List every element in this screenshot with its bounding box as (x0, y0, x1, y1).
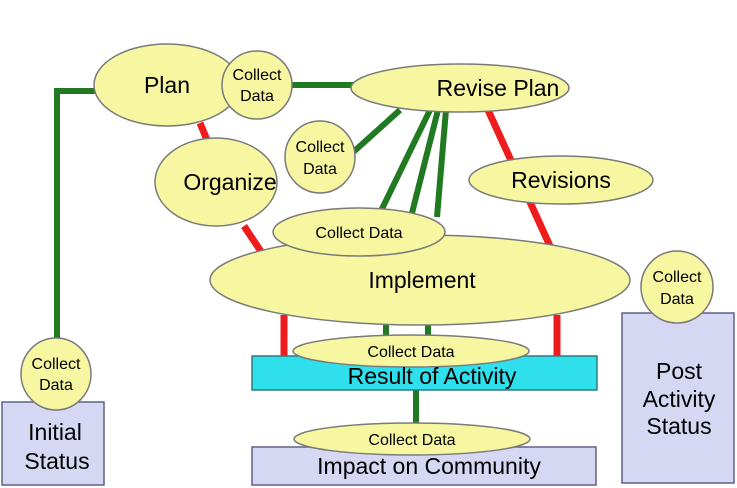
revise-plan-to-implement-connector-2 (408, 109, 441, 218)
post-activity-line3: Status (646, 413, 711, 439)
collect-data-result-ellipse (292, 334, 530, 368)
revise-plan-to-implement-connector-1 (375, 108, 433, 219)
implement-label: Implement (368, 267, 476, 293)
collect-data-post-ellipse (640, 250, 714, 324)
revise-plan-ellipse (350, 63, 570, 113)
post-activity-line2: Activity (643, 386, 716, 412)
collect-data-impact-label: Collect Data (368, 432, 455, 449)
initial-status-box (1, 401, 105, 486)
revise-plan-label: Revise Plan (437, 75, 560, 101)
process-nodes (20, 43, 714, 456)
collect-data-post-line1: Collect (653, 269, 702, 286)
collect-data-initial-ellipse (20, 337, 92, 411)
organize-ellipse (154, 137, 278, 227)
initial-status-line1: Initial (28, 419, 82, 445)
initial-status-line2: Status (24, 448, 89, 474)
collect-data-implement-label: Collect Data (315, 225, 402, 242)
revisions-ellipse (468, 155, 654, 205)
collect-data-initial-line1: Collect (32, 356, 81, 373)
collect-data-implement-ellipse (272, 207, 446, 257)
revisions-label: Revisions (511, 167, 611, 193)
collect-data-plan-ellipse (221, 50, 293, 120)
collect-data-organize-line2: Data (303, 161, 337, 178)
collect-data-post-line2: Data (660, 291, 694, 308)
labels: Plan Revise Plan Organize Revisions Impl… (24, 67, 716, 479)
initial-status-to-plan-connector (54, 88, 98, 351)
status-boxes (1, 312, 735, 486)
collect-data-plan-line1: Collect (233, 67, 282, 84)
collect-data-result-label: Collect Data (367, 344, 454, 361)
post-activity-line1: Post (656, 358, 703, 384)
organize-label: Organize (183, 169, 276, 195)
plan-label: Plan (144, 72, 190, 98)
revise-plan-to-implement-connector-3 (434, 109, 449, 218)
collect-data-initial-line2: Data (39, 377, 73, 394)
collect-data-organize-line1: Collect (296, 139, 345, 156)
collect-data-impact-ellipse (293, 422, 531, 456)
result-of-activity-label: Result of Activity (348, 363, 517, 389)
impact-on-community-label: Impact on Community (317, 453, 541, 479)
collect-data-plan-line2: Data (240, 88, 274, 105)
plan-to-organize-connector (196, 121, 211, 142)
collect-data-organize-ellipse (284, 120, 356, 194)
post-activity-status-box (621, 312, 735, 484)
